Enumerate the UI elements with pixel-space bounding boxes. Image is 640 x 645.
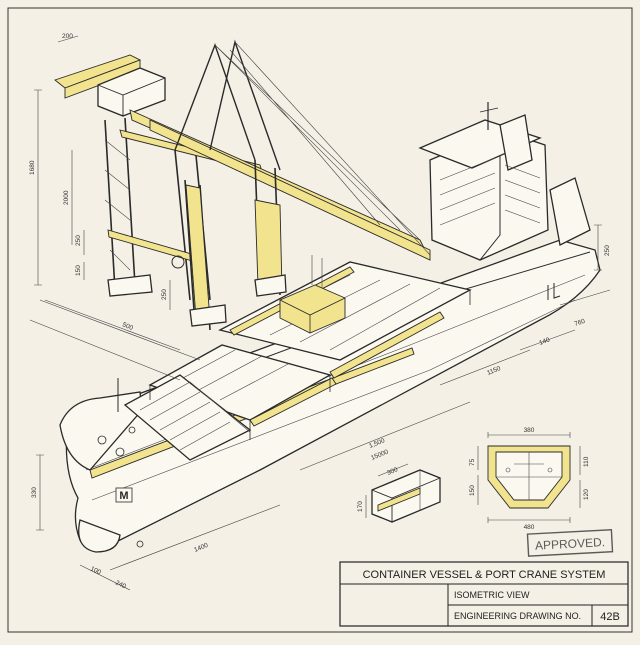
dim-section-top: 380	[524, 427, 535, 434]
dim-stern-width: 140	[538, 336, 551, 346]
hull-mark: M	[119, 490, 128, 502]
dim-section-mid: 150	[469, 485, 476, 496]
dim-bow-a: 100	[89, 565, 102, 576]
dim-bow-b: 240	[114, 579, 127, 590]
dim-bow-height: 330	[31, 487, 38, 498]
dim-section-right-bottom: 120	[583, 489, 590, 500]
drawing-number-label: ENGINEERING DRAWING NO.	[454, 611, 581, 621]
view-label: ISOMETRIC VIEW	[454, 590, 530, 600]
sheet-border	[7, 7, 633, 633]
dim-keel-length: 1400	[193, 542, 209, 554]
dim-beam-h: 170	[357, 501, 364, 512]
dim-deck-span: 1150	[486, 365, 502, 377]
approved-stamp: APPROVED.	[526, 528, 614, 557]
dim-length-a: 1,500	[368, 437, 386, 450]
dim-crane-mid: 2000	[63, 190, 70, 205]
dim-crane-leg: 250	[75, 235, 82, 246]
dim-gantry-span: 500	[121, 321, 134, 332]
dim-section-right-top: 110	[583, 456, 590, 467]
superstructure	[418, 102, 591, 261]
stamp-text: APPROVED.	[535, 535, 606, 553]
dim-length-b: 15000	[370, 448, 390, 461]
hull-cross-section: 380 75 150 110 120 480	[469, 427, 590, 531]
dim-crane-top: 200	[62, 33, 73, 40]
dim-stern-right: 760	[573, 318, 586, 328]
title-block: CONTAINER VESSEL & PORT CRANE SYSTEM ISO…	[339, 561, 629, 627]
dim-crane-height: 1680	[29, 160, 36, 175]
dim-section-upper: 75	[469, 458, 476, 466]
drawing-number: 42B	[600, 611, 620, 623]
drawing-title: CONTAINER VESSEL & PORT CRANE SYSTEM	[363, 569, 606, 581]
dim-beam-len: 300	[386, 466, 399, 477]
dim-gantry-depth: 250	[161, 289, 168, 300]
dim-crane-base: 150	[75, 265, 82, 276]
dim-bridge-height: 250	[604, 245, 611, 256]
ibeam-detail: 300 170	[357, 463, 441, 523]
gantry-crane	[29, 39, 431, 381]
dim-section-bottom: 480	[524, 524, 535, 531]
